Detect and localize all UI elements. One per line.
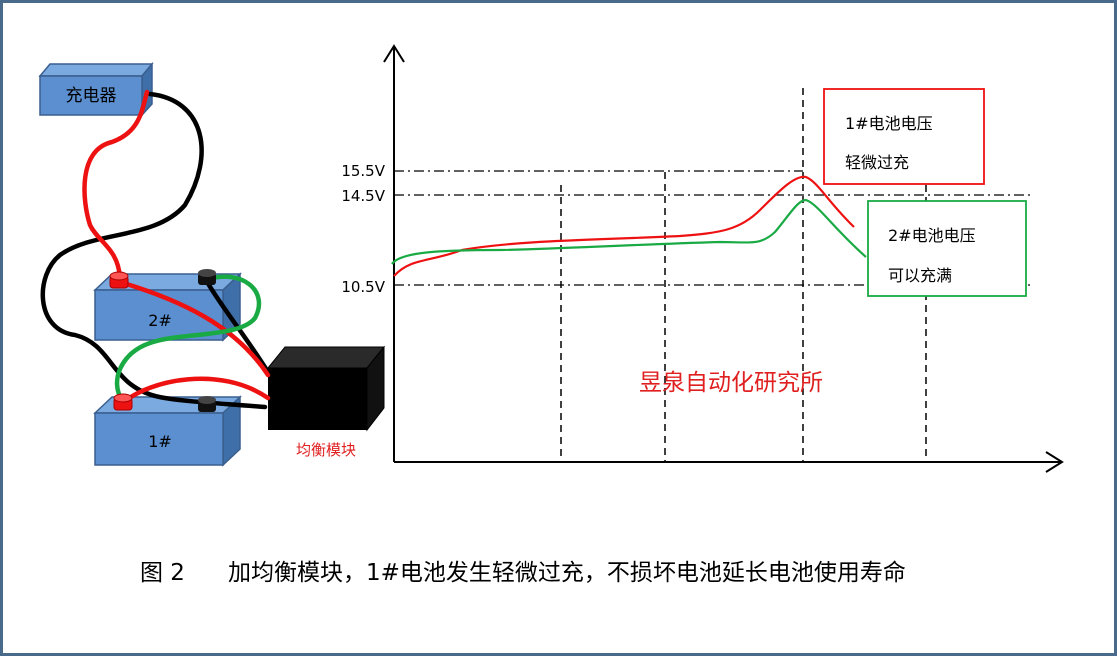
red-wire-charger [82,89,150,281]
red-voltage-curve [393,175,855,277]
y-axis-arrow-icon [383,44,405,63]
charger-box: 充电器 [38,61,154,117]
watermark-text: 昱泉自动化研究所 [639,370,823,396]
balance-module-label: 均衡模块 [296,441,356,459]
terminal-black-1 [198,396,216,412]
red-wire-balancer-1 [121,376,271,405]
x-axis-arrow-icon [1045,451,1064,473]
terminal-black-2 [198,269,216,285]
battery-1-label: 1# [148,432,172,451]
red-wire-balancer-2 [117,279,271,378]
label-15-5v: 15.5V [341,162,385,180]
black-wire-charger [40,91,268,410]
figure-caption: 图 2 加均衡模块，1#电池发生轻微过充，不损坏电池延长电池使用寿命 [0,550,1117,590]
green-callout-line1: 2#电池电压 [888,226,976,245]
terminal-red-2 [109,271,129,289]
balance-module-box [266,345,386,432]
charger-label: 充电器 [66,86,117,106]
figure-number: 图 2 [140,560,185,586]
red-callout-line1: 1#电池电压 [845,114,933,133]
label-14-5v: 14.5V [341,187,385,205]
green-callout: 2#电池电压 可以充满 [867,200,1027,297]
black-wire-balancer-2 [203,277,271,375]
figure-caption-text: 加均衡模块，1#电池发生轻微过充，不损坏电池延长电池使用寿命 [228,560,906,586]
battery-2-label: 2# [148,311,172,330]
terminal-red-1 [113,393,133,411]
battery-1: 1# [93,395,242,467]
green-callout-line2: 可以充满 [888,266,952,285]
green-wire [114,274,262,403]
label-10-5v: 10.5V [341,278,385,296]
red-callout-line2: 轻微过充 [845,153,909,172]
red-callout: 1#电池电压 轻微过充 [823,88,985,185]
green-voltage-curve [391,198,867,265]
